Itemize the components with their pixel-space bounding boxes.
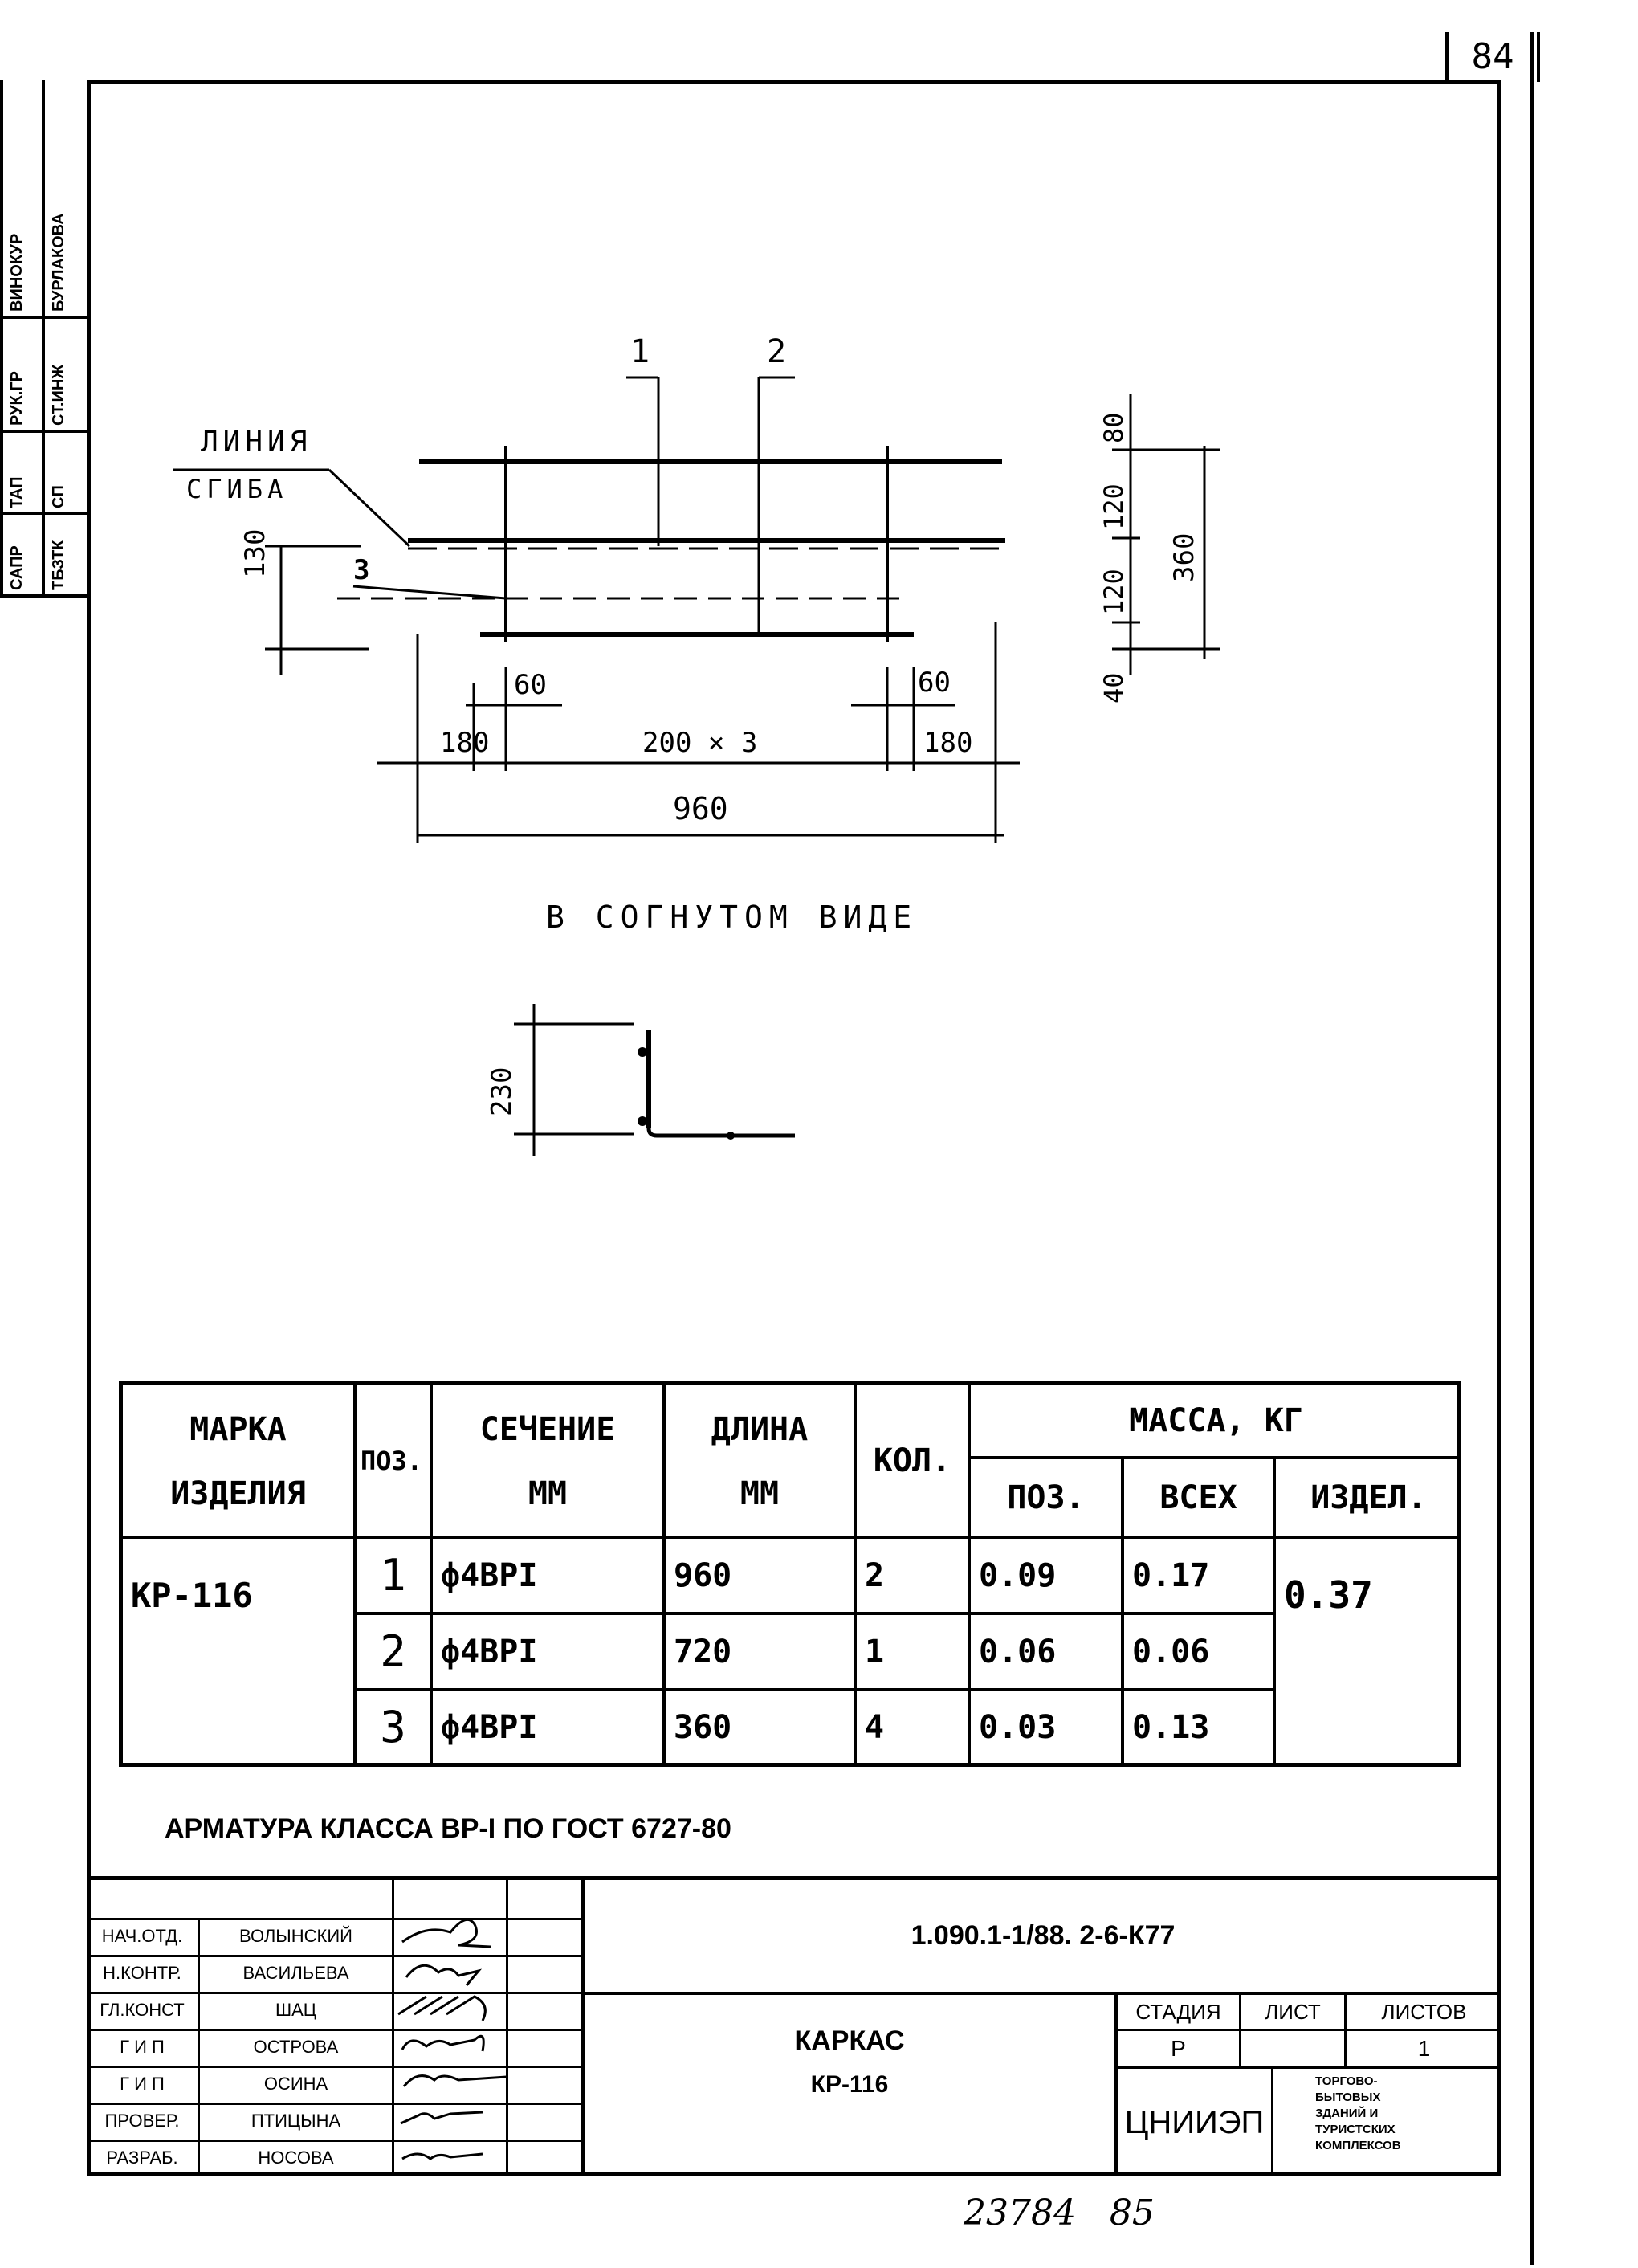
signature-name: ВАСИЛЬЕВА xyxy=(242,1963,349,1983)
reinforcement-note: АРМАТУРА КЛАССА ВР-I ПО ГОСТ 6727-80 xyxy=(165,1813,731,1844)
row-mass-pos: 0.06 xyxy=(979,1633,1057,1670)
sheet-number-box: 84 xyxy=(1445,32,1540,82)
dim-120-top: 120 xyxy=(1098,483,1129,530)
signature-role: ГЛ.КОНСТ xyxy=(100,2000,185,2020)
mark-cell: КР-116 xyxy=(131,1575,253,1615)
rebar-cage-drawing xyxy=(173,376,1220,1156)
row-mass-all: 0.13 xyxy=(1132,1708,1210,1746)
right-outer-border xyxy=(1530,32,1534,2265)
row-qty: 4 xyxy=(865,1708,885,1746)
position-1-label: 1 xyxy=(630,333,650,370)
signature-role: РАЗРАБ. xyxy=(106,2148,178,2168)
signature-role: ПРОВЕР. xyxy=(104,2111,180,2131)
signature-name: ОСИНА xyxy=(263,2074,328,2094)
sheet-label: ЛИСТ xyxy=(1265,1999,1321,2024)
header-mass-item: ИЗДЕЛ. xyxy=(1310,1479,1427,1516)
sheets-label: ЛИСТОВ xyxy=(1381,1999,1467,2024)
header-section-unit: ММ xyxy=(528,1475,568,1512)
document-code: 1.090.1-1/88. 2-6-К77 xyxy=(911,1920,1176,1951)
header-mark-2: ИЗДЕЛИЯ xyxy=(170,1475,306,1512)
header-qty: КОЛ. xyxy=(873,1442,951,1479)
signature-name: НОСОВА xyxy=(258,2148,334,2168)
dim-60-left: 60 xyxy=(514,669,547,701)
row-length: 960 xyxy=(674,1556,732,1594)
header-mass: МАССА, КГ xyxy=(1129,1402,1303,1439)
sheets-value: 1 xyxy=(1417,2035,1431,2061)
signature-name: ОСТРОВА xyxy=(253,2037,339,2057)
side-stamp: САПР ТАП РУК.ГР ВИНОКУР ТБЗТК СП СТ.ИНЖ … xyxy=(0,80,87,598)
row-pos: 1 xyxy=(380,1550,406,1601)
signature-role: Н.КОНТР. xyxy=(103,1963,181,1983)
header-length-unit: ММ xyxy=(740,1475,780,1512)
row-mass-pos: 0.03 xyxy=(979,1708,1057,1746)
row-mass-pos: 0.09 xyxy=(979,1556,1057,1594)
title-block: НАЧ.ОТД. ВОЛЫНСКИЙ Н.КОНТР. ВАСИЛЬЕВА ГЛ… xyxy=(87,1876,1502,2176)
dim-60-right: 60 xyxy=(918,667,951,699)
header-mass-pos: ПОЗ. xyxy=(1007,1479,1085,1516)
position-2-label: 2 xyxy=(767,333,787,370)
row-mass-all: 0.17 xyxy=(1132,1556,1210,1594)
signature-name: ПТИЦЫНА xyxy=(251,2111,341,2131)
dim-230: 230 xyxy=(486,1067,518,1116)
dim-180-right: 180 xyxy=(923,727,973,759)
bent-view-caption: В СОГНУТОМ ВИДЕ xyxy=(546,899,919,935)
position-3-label: 3 xyxy=(353,554,370,586)
footer-numbers: 23784 85 xyxy=(964,2193,1155,2233)
specification-table: МАРКА ИЗДЕЛИЯ ПОЗ. СЕЧЕНИЕ ММ ДЛИНА ММ К… xyxy=(119,1381,1461,1767)
row-section: ф4ВРI xyxy=(441,1556,538,1594)
bend-line-label-1: ЛИНИЯ xyxy=(201,426,312,459)
signature-role: Г И П xyxy=(120,2037,165,2057)
row-section: ф4ВРI xyxy=(441,1708,538,1746)
row-section: ф4ВРI xyxy=(441,1633,538,1670)
header-section: СЕЧЕНИЕ xyxy=(479,1411,616,1448)
header-length: ДЛИНА xyxy=(711,1411,809,1448)
header-mark: МАРКА xyxy=(189,1411,287,1448)
signature-name: ШАЦ xyxy=(275,2000,317,2020)
row-qty: 1 xyxy=(865,1633,885,1670)
sheet-value xyxy=(1241,2031,1344,2066)
row-qty: 2 xyxy=(865,1556,885,1594)
dim-960: 960 xyxy=(673,791,728,826)
bend-line-label-2: СГИБА xyxy=(186,474,288,504)
header-pos: ПОЗ. xyxy=(360,1445,423,1476)
dim-40: 40 xyxy=(1098,672,1129,704)
row-pos: 3 xyxy=(380,1702,406,1752)
row-mass-all: 0.06 xyxy=(1132,1633,1210,1670)
signature-role: Г И П xyxy=(120,2074,165,2094)
stage-value: Р xyxy=(1171,2035,1186,2061)
header-mass-all: ВСЕХ xyxy=(1159,1479,1237,1516)
organization-description: ТОРГОВО- БЫТОВЫХ ЗДАНИЙ И ТУРИСТСКИХ КОМ… xyxy=(1315,2074,1401,2152)
signature-role: НАЧ.ОТД. xyxy=(101,1926,183,1946)
dim-180-left: 180 xyxy=(440,727,490,759)
dim-80: 80 xyxy=(1098,412,1129,443)
signature-name: ВОЛЫНСКИЙ xyxy=(239,1926,352,1946)
drawing-frame xyxy=(87,80,1502,2176)
row-length: 360 xyxy=(674,1708,732,1746)
dim-360: 360 xyxy=(1168,532,1200,582)
handwritten-signatures xyxy=(397,1918,507,2160)
sheet-number: 84 xyxy=(1471,36,1514,77)
organization-name: ЦНИИЭП xyxy=(1124,2104,1265,2140)
item-mass-cell: 0.37 xyxy=(1284,1573,1373,1617)
dim-200x3: 200 × 3 xyxy=(642,727,758,759)
drawing-title-2: КР-116 xyxy=(810,2071,889,2098)
dim-130: 130 xyxy=(239,528,271,578)
stage-label: СТАДИЯ xyxy=(1135,1999,1221,2024)
drawing-title-1: КАРКАС xyxy=(794,2025,905,2056)
dim-120-bottom: 120 xyxy=(1098,569,1129,615)
row-length: 720 xyxy=(674,1633,732,1670)
row-pos: 2 xyxy=(380,1626,406,1677)
